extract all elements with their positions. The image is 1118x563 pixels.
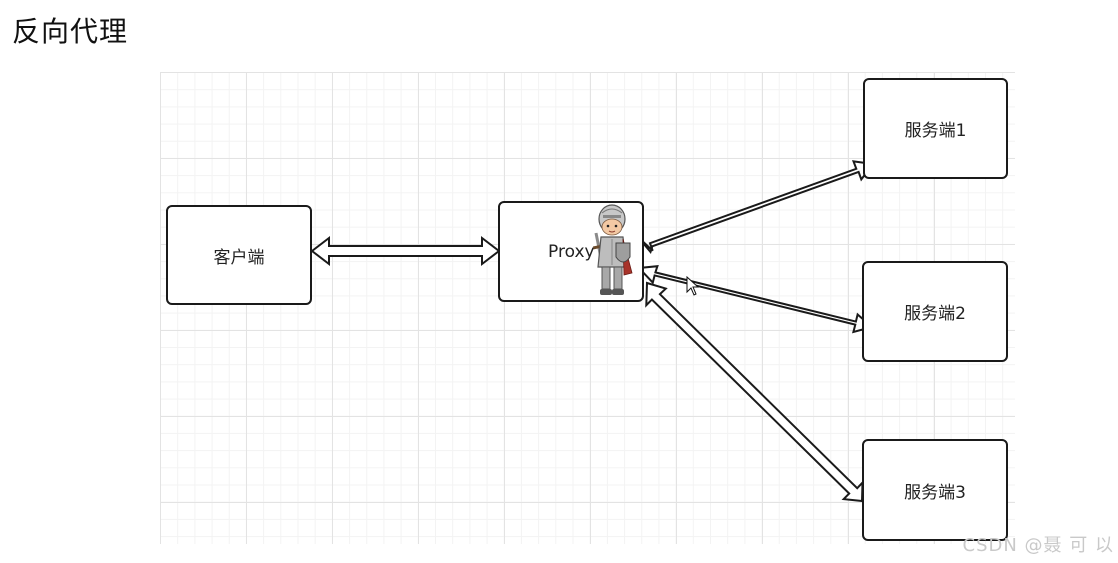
page-title: 反向代理 xyxy=(12,15,129,48)
client-node: 客户端 xyxy=(166,205,312,305)
server2-node: 服务端2 xyxy=(862,261,1008,362)
server1-node: 服务端1 xyxy=(863,78,1008,179)
server3-label: 服务端3 xyxy=(904,482,966,503)
knight-icon xyxy=(592,204,633,295)
watermark: CSDN @聂 可 以 xyxy=(962,535,1114,556)
client-label: 客户端 xyxy=(213,247,265,268)
cursor-icon xyxy=(686,276,700,296)
arrow-proxy-server1 xyxy=(637,160,875,255)
server3-node: 服务端3 xyxy=(862,439,1008,541)
proxy-label: Proxy xyxy=(548,241,595,262)
server2-label: 服务端2 xyxy=(904,304,966,324)
arrow-client-proxy xyxy=(310,235,501,267)
server1-label: 服务端1 xyxy=(904,121,967,141)
